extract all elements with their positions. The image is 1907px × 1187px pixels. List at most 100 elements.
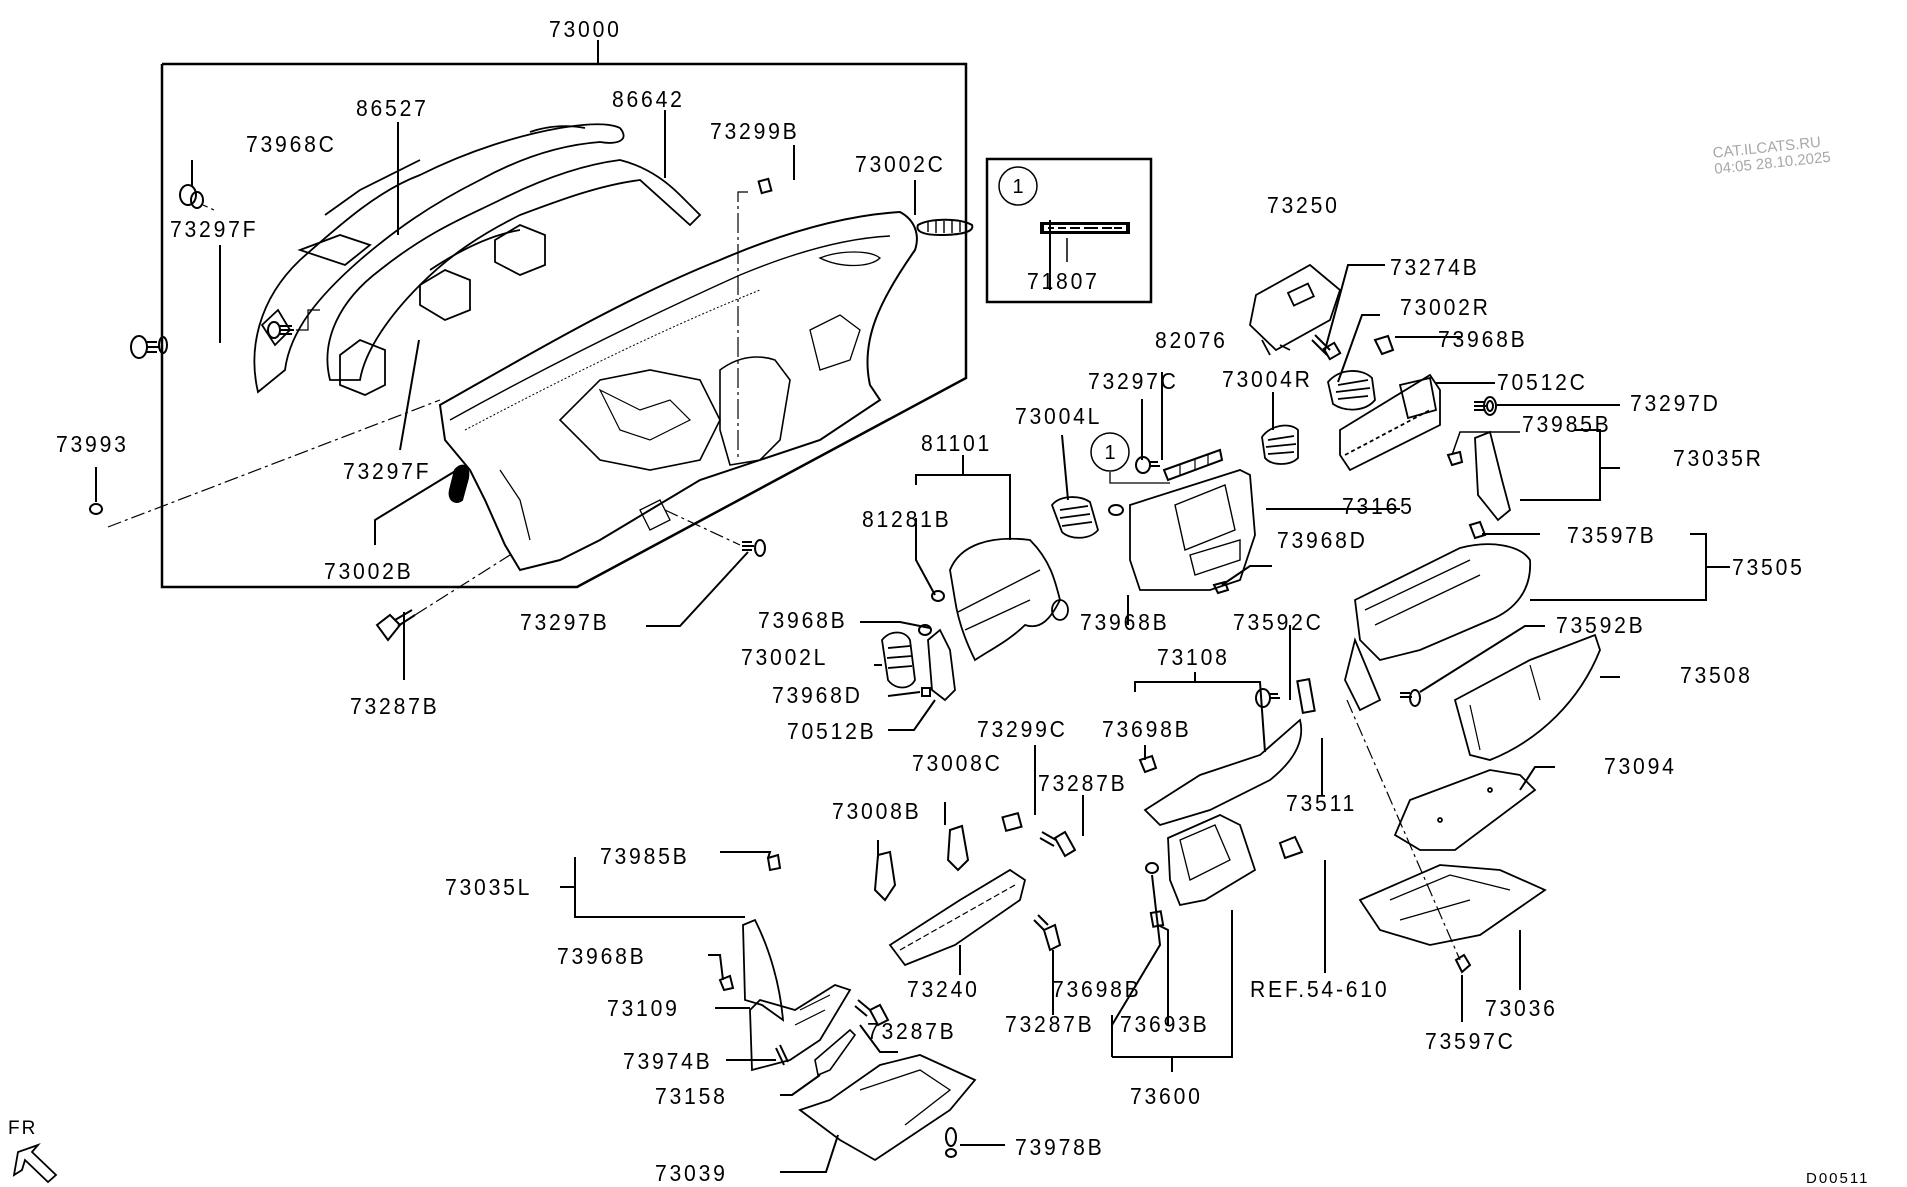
callout-73287B-b[interactable]: 73287B xyxy=(1038,770,1128,796)
screw-73297B xyxy=(742,540,765,556)
callout-70512B[interactable]: 70512B xyxy=(787,718,877,744)
callout-73968B-a[interactable]: 73968B xyxy=(1438,326,1528,352)
screw-73592C xyxy=(1256,689,1280,707)
bolt-73287B-c xyxy=(1034,915,1060,950)
clip-73968D-b xyxy=(922,688,930,696)
switch-panel-82076 xyxy=(1164,450,1222,480)
callout-73287B-d[interactable]: 73287B xyxy=(1005,1011,1095,1037)
callout-73974B[interactable]: 73974B xyxy=(623,1048,713,1074)
callout-73002R[interactable]: 73002R xyxy=(1400,294,1491,320)
callout-73968D-a[interactable]: 73968D xyxy=(1277,527,1368,553)
ref-marker-number: 1 xyxy=(1104,442,1115,464)
center-bezel-73165 xyxy=(1130,470,1255,590)
knee-panel-73108 xyxy=(1145,720,1301,825)
clip-73985B-b xyxy=(768,855,780,870)
clip-73597B xyxy=(1470,522,1485,538)
callout-73600[interactable]: 73600 xyxy=(1130,1083,1203,1109)
callout-73968B-b[interactable]: 73968B xyxy=(1080,609,1170,635)
callout-73287B-a[interactable]: 73287B xyxy=(350,693,440,719)
callout-73240[interactable]: 73240 xyxy=(907,976,980,1002)
callout-73004R[interactable]: 73004R xyxy=(1222,366,1313,392)
callout-71807[interactable]: 71807 xyxy=(1027,268,1100,294)
callout-73287B-c[interactable]: 73287B xyxy=(867,1018,957,1044)
side-trim-73035R xyxy=(1475,432,1510,520)
clip-73968B-b xyxy=(1109,505,1123,515)
clip-73968D-a xyxy=(1214,582,1228,593)
cluster-hood-81101 xyxy=(950,539,1068,660)
instrument-panel-body xyxy=(440,212,917,570)
bezel-70512B xyxy=(928,630,955,700)
callout-73693B[interactable]: 73693B xyxy=(1120,1011,1210,1037)
damper-73511 xyxy=(1297,679,1314,713)
callout-73002C[interactable]: 73002C xyxy=(855,151,946,177)
callout-73250[interactable]: 73250 xyxy=(1267,192,1340,218)
callout-73002B[interactable]: 73002B xyxy=(324,558,414,584)
callout-73698B-b[interactable]: 73698B xyxy=(1052,976,1142,1002)
bracket-73008C xyxy=(948,826,968,870)
callout-73004L[interactable]: 73004L xyxy=(1015,403,1103,429)
dashed-leaders xyxy=(108,400,740,615)
clip-73968B-c xyxy=(919,625,931,635)
callout-73592C[interactable]: 73592C xyxy=(1233,609,1324,635)
vent-73002L xyxy=(882,633,915,688)
glove-box-latch-73600 xyxy=(1168,815,1255,905)
vent-73002R xyxy=(1328,371,1375,410)
callout-73968D-b[interactable]: 73968D xyxy=(772,682,863,708)
callout-73158[interactable]: 73158 xyxy=(655,1083,728,1109)
callout-73993[interactable]: 73993 xyxy=(56,431,129,457)
callout-73297B[interactable]: 73297B xyxy=(520,609,610,635)
clip-73968B-d xyxy=(720,976,733,990)
bracket-73008B xyxy=(875,852,895,900)
callout-70512C[interactable]: 70512C xyxy=(1497,369,1588,395)
callout-73508[interactable]: 73508 xyxy=(1680,662,1753,688)
callout-73297F-left[interactable]: 73297F xyxy=(170,216,259,242)
callout-73039[interactable]: 73039 xyxy=(655,1160,728,1186)
callout-73094[interactable]: 73094 xyxy=(1604,753,1677,779)
callout-73274B[interactable]: 73274B xyxy=(1390,254,1480,280)
callout-73108[interactable]: 73108 xyxy=(1157,644,1230,670)
callout-73008B[interactable]: 73008B xyxy=(832,798,922,824)
callout-81281B[interactable]: 81281B xyxy=(862,506,952,532)
bezel-70512C xyxy=(1340,375,1440,470)
callout-ref-54-610[interactable]: REF.54-610 xyxy=(1250,976,1390,1002)
callout-73968C[interactable]: 73968C xyxy=(246,131,337,157)
bracket-73039 xyxy=(800,1055,975,1160)
callout-73299B[interactable]: 73299B xyxy=(710,118,800,144)
callout-73297D[interactable]: 73297D xyxy=(1630,390,1721,416)
lower-panel-73109 xyxy=(750,985,850,1070)
callout-73109[interactable]: 73109 xyxy=(607,995,680,1021)
callout-73299C[interactable]: 73299C xyxy=(977,716,1068,742)
inset-ref-number: 1 xyxy=(1012,176,1023,198)
callout-73968B-d[interactable]: 73968B xyxy=(557,943,647,969)
callout-73698B-a[interactable]: 73698B xyxy=(1102,716,1192,742)
bracket-73036 xyxy=(1360,865,1545,945)
callout-73035R[interactable]: 73035R xyxy=(1673,445,1764,471)
callout-73505[interactable]: 73505 xyxy=(1732,554,1805,580)
callout-73035L[interactable]: 73035L xyxy=(445,874,533,900)
callout-73297F-center[interactable]: 73297F xyxy=(343,458,432,484)
callout-81101[interactable]: 81101 xyxy=(921,430,993,456)
callout-82076[interactable]: 82076 xyxy=(1155,327,1228,353)
callout-73597C[interactable]: 73597C xyxy=(1425,1028,1516,1054)
callout-86527[interactable]: 86527 xyxy=(356,95,429,121)
callout-73297C[interactable]: 73297C xyxy=(1088,368,1179,394)
callout-86642[interactable]: 86642 xyxy=(612,86,685,112)
front-direction-label: FR xyxy=(8,1118,38,1139)
callout-73597B[interactable]: 73597B xyxy=(1567,522,1657,548)
screw-73297C xyxy=(1136,457,1160,473)
callout-73036[interactable]: 73036 xyxy=(1485,995,1558,1021)
callout-73002L[interactable]: 73002L xyxy=(741,644,829,670)
callout-73165[interactable]: 73165 xyxy=(1342,493,1415,519)
callout-73008C[interactable]: 73008C xyxy=(912,750,1003,776)
callout-73985B-b[interactable]: 73985B xyxy=(600,843,690,869)
callout-73511[interactable]: 73511 xyxy=(1286,790,1358,816)
callout-73000[interactable]: 73000 xyxy=(549,16,622,42)
screw-73974B xyxy=(776,1045,788,1065)
callout-73985B-a[interactable]: 73985B xyxy=(1522,411,1612,437)
callout-73592B[interactable]: 73592B xyxy=(1556,612,1646,638)
callout-73968B-c[interactable]: 73968B xyxy=(758,607,848,633)
callout-73978B[interactable]: 73978B xyxy=(1015,1134,1105,1160)
rockford-fosgate-emblem xyxy=(1040,222,1130,234)
glove-box-housing-73505 xyxy=(1345,544,1530,710)
